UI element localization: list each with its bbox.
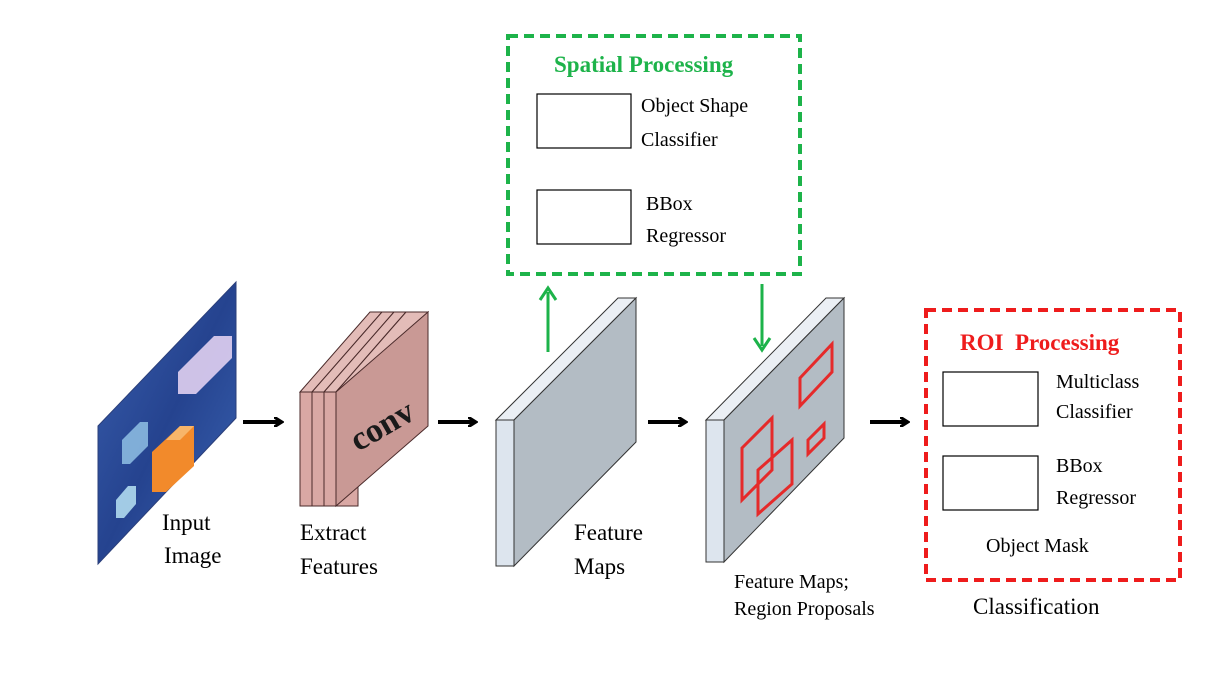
- region-proposal-box: [740, 414, 774, 504]
- input-image-label-line1: Input: [162, 510, 211, 535]
- spatial-processing-title: Spatial Processing: [554, 52, 734, 77]
- region-proposal-box: [798, 340, 834, 410]
- arrow-up-icon: [538, 285, 558, 301]
- extract-features-label-line2: Features: [300, 554, 378, 579]
- spatial-bbox-regressor-label-line2: Regressor: [646, 225, 726, 247]
- region-proposal-box: [756, 436, 794, 518]
- spatial-bbox-regressor-block: [536, 189, 632, 245]
- feature-maps-proposals-label-line1: Feature Maps;: [734, 571, 849, 593]
- multiclass-classifier-label-line1: Multiclass: [1056, 371, 1140, 393]
- roi-processing-box: [924, 308, 1182, 582]
- classification-label: Classification: [973, 594, 1100, 619]
- roi-bbox-regressor-block: [942, 455, 1039, 511]
- arrow-down-icon: [752, 337, 772, 353]
- multiclass-classifier-block: [942, 371, 1039, 427]
- feature-maps-proposals-label-line2: Region Proposals: [734, 598, 875, 620]
- input-image: [97, 280, 237, 566]
- roi-processing-title: ROI Processing: [960, 330, 1120, 355]
- feature-maps-label-line1: Feature: [574, 520, 643, 545]
- cube-shape: [116, 486, 136, 518]
- object-shape-classifier-block: [536, 93, 632, 149]
- input-image-label-line2: Image: [164, 543, 221, 568]
- spatial-processing-box: [506, 34, 802, 276]
- roi-bbox-regressor-label-line2: Regressor: [1056, 487, 1136, 509]
- feature-maps-label-line2: Maps: [574, 554, 625, 579]
- cube-shape: [166, 426, 194, 440]
- cube-shape: [122, 422, 148, 464]
- multiclass-classifier-label-line2: Classifier: [1056, 401, 1133, 423]
- object-mask-label: Object Mask: [986, 535, 1089, 557]
- cube-shape: [178, 336, 232, 394]
- object-shape-classifier-label-line2: Classifier: [641, 129, 718, 151]
- spatial-bbox-regressor-label-line1: BBox: [646, 193, 693, 215]
- extract-features-label-line1: Extract: [300, 520, 367, 545]
- conv-block: [298, 310, 430, 508]
- roi-bbox-regressor-label-line1: BBox: [1056, 455, 1103, 477]
- cube-shape: [152, 426, 194, 492]
- feature-map-block: [494, 296, 638, 568]
- object-shape-classifier-label-line1: Object Shape: [641, 95, 748, 117]
- region-proposal-map-block: [704, 296, 846, 564]
- region-proposal-box: [806, 420, 826, 458]
